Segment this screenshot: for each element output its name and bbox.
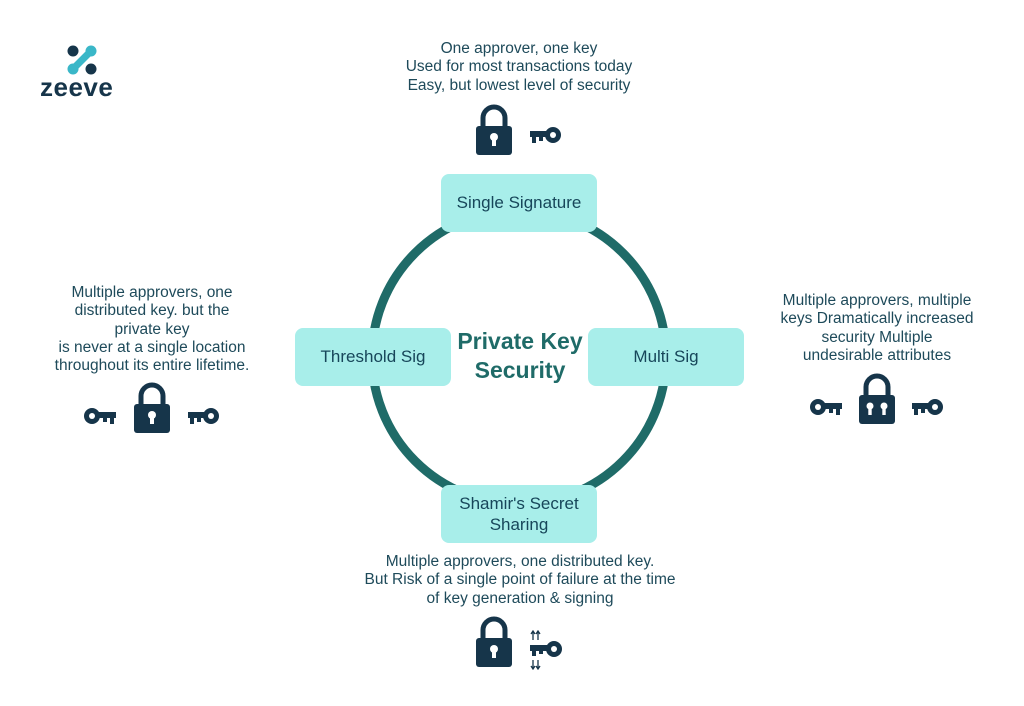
- desc-line: throughout its entire lifetime.: [54, 357, 250, 375]
- split-key-icon: [530, 630, 562, 670]
- node-shamir-label-line-2: Sharing: [489, 515, 549, 534]
- node-shamirs-secret-sharing: Shamir's Secret Sharing: [441, 485, 597, 543]
- center-title-line-2: Security: [474, 356, 566, 383]
- desc-line: One approver, one key: [440, 40, 598, 57]
- desc-line: private key: [114, 320, 190, 338]
- desc-line: Multiple approvers, one distributed key.: [385, 553, 655, 570]
- description-threshold-sig: Multiple approvers, one distributed key.…: [22, 284, 282, 375]
- key-icon: [810, 399, 842, 415]
- description-shamirs-secret-sharing: Multiple approvers, one distributed key.…: [320, 553, 720, 608]
- key-icon: [188, 408, 219, 424]
- center-title: Private Key Security: [440, 327, 600, 385]
- desc-line: Easy, but lowest level of security: [407, 76, 631, 94]
- node-multi-sig-label: Multi Sig: [633, 347, 699, 367]
- node-single-signature: Single Signature: [441, 174, 597, 232]
- desc-line: security Multiple: [821, 328, 933, 346]
- desc-line: distributed key. but the: [74, 302, 230, 320]
- description-multi-sig: Multiple approvers, multiple keys Dramat…: [752, 292, 1002, 365]
- brand-name: zeeve: [40, 72, 114, 102]
- node-single-signature-label: Single Signature: [456, 193, 582, 213]
- node-shamir-label-line-1: Shamir's Secret: [459, 493, 579, 513]
- padlock-icon: [134, 382, 170, 433]
- desc-line: Used for most transactions today: [405, 58, 633, 76]
- desc-line: But Risk of a single point of failure at…: [364, 571, 676, 589]
- key-icon: [530, 127, 561, 143]
- key-icon: [912, 399, 943, 415]
- node-multi-sig: Multi Sig: [588, 328, 744, 386]
- desc-line: is never at a single location: [58, 338, 246, 356]
- padlock-icon: [476, 104, 512, 155]
- key-icon: [84, 408, 116, 424]
- desc-line: undesirable attributes: [802, 346, 952, 364]
- zeeve-logo-icon: [67, 45, 97, 75]
- desc-line: Multiple approvers, multiple: [782, 292, 972, 309]
- description-single-signature: One approver, one key Used for most tran…: [369, 40, 669, 95]
- desc-line: Multiple approvers, one: [71, 284, 233, 301]
- desc-line: of key generation & signing: [426, 589, 614, 607]
- center-title-line-1: Private Key: [457, 328, 583, 354]
- node-threshold-sig: Threshold Sig: [295, 328, 451, 386]
- desc-line: keys Dramatically increased: [780, 310, 974, 328]
- padlock-icon: [476, 616, 512, 667]
- node-threshold-sig-label: Threshold Sig: [320, 347, 426, 367]
- double-padlock-icon: [859, 373, 895, 424]
